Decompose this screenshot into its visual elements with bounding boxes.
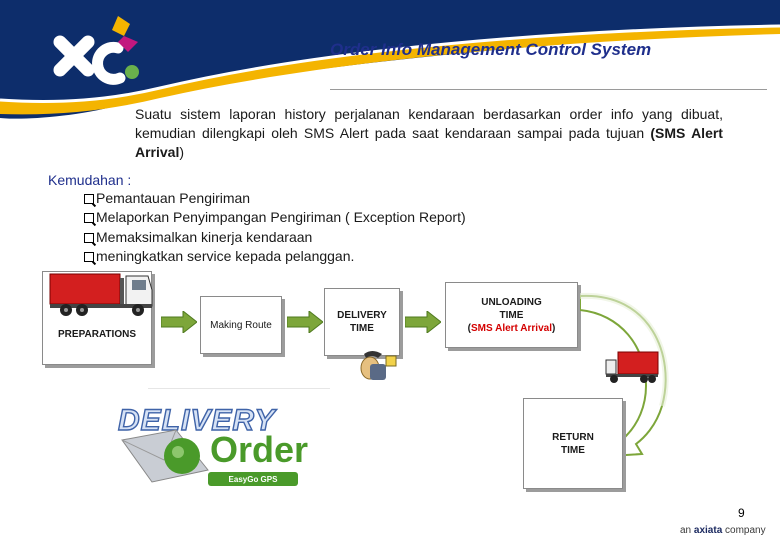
step-return-line1: RETURN xyxy=(552,431,594,443)
sms-alert-arrival-label: SMS Alert Arrival xyxy=(471,322,552,334)
axiata-suffix: company xyxy=(722,525,766,536)
step-unloading-line2: TIME xyxy=(499,309,524,321)
axiata-prefix: an xyxy=(680,525,694,536)
flow-arrow-icon xyxy=(287,311,323,333)
flow-arrow-icon xyxy=(161,311,197,333)
page-number: 9 xyxy=(738,506,745,520)
delivery-order-logo: DELIVERY Order EasyGo GPS xyxy=(117,403,308,486)
unloading-open-paren: ( xyxy=(467,322,472,334)
order-word: Order xyxy=(210,429,308,470)
benefit-item-label: Memaksimalkan kinerja kendaraan xyxy=(96,229,313,245)
red-truck-icon xyxy=(49,273,153,316)
driver-icon xyxy=(360,351,397,380)
flow-arrow-icon xyxy=(405,311,441,333)
xl-logo xyxy=(53,16,139,85)
intro-text: Suatu sistem laporan history perjalanan … xyxy=(135,106,723,141)
step-unloading-time: UNLOADING TIME (SMS Alert Arrival) xyxy=(445,282,578,348)
intro-bold-text: (SMS Alert Arrival xyxy=(135,125,723,160)
intro-close-paren: ) xyxy=(179,144,185,160)
step-return-time: RETURN TIME xyxy=(523,398,623,489)
step-preparations-label: PREPARATIONS xyxy=(58,329,136,340)
benefit-item-label: meningkatkan service kepada pelanggan. xyxy=(96,248,355,264)
benefit-item: Pemantauan Pengiriman xyxy=(84,190,250,206)
benefits-heading: Kemudahan : xyxy=(48,172,132,188)
header-band xyxy=(0,0,780,119)
checkbox-bullet-icon xyxy=(84,213,94,223)
step-unloading-line3: (SMS Alert Arrival) xyxy=(468,322,556,335)
divider-line xyxy=(148,388,330,389)
return-curve-arrow-icon xyxy=(580,292,669,458)
benefit-item: Melaporkan Penyimpangan Pengiriman ( Exc… xyxy=(84,209,466,225)
easygo-badge: EasyGo GPS xyxy=(229,475,279,484)
step-delivery-line2: TIME xyxy=(350,323,374,334)
unloading-close-paren: ) xyxy=(551,322,556,334)
step-return-line2: TIME xyxy=(561,444,585,456)
axiata-brand: axiata xyxy=(693,525,723,536)
benefit-item-label: Pemantauan Pengiriman xyxy=(96,190,251,206)
step-unloading-line1: UNLOADING xyxy=(481,296,542,308)
step-delivery-line1: DELIVERY xyxy=(337,310,387,321)
step-delivery-time: DELIVERY TIME xyxy=(324,288,400,356)
step-making-route: Making Route xyxy=(200,296,282,354)
benefit-item: meningkatkan service kepada pelanggan. xyxy=(84,248,354,264)
title-underline xyxy=(330,89,767,90)
benefit-item-label: Melaporkan Penyimpangan Pengiriman ( Exc… xyxy=(96,209,466,225)
intro-paragraph: Suatu sistem laporan history perjalanan … xyxy=(135,105,723,162)
benefit-item: Memaksimalkan kinerja kendaraan xyxy=(84,229,312,245)
step-making-route-label: Making Route xyxy=(210,319,272,331)
small-red-truck-icon xyxy=(605,351,659,383)
axiata-footer: an axiata company xyxy=(680,525,766,536)
delivery-word: DELIVERY xyxy=(118,404,277,437)
slide-title: Order Info Management Control System xyxy=(330,40,652,59)
checkbox-bullet-icon xyxy=(84,233,94,243)
checkbox-bullet-icon xyxy=(84,252,94,262)
checkbox-bullet-icon xyxy=(84,194,94,204)
